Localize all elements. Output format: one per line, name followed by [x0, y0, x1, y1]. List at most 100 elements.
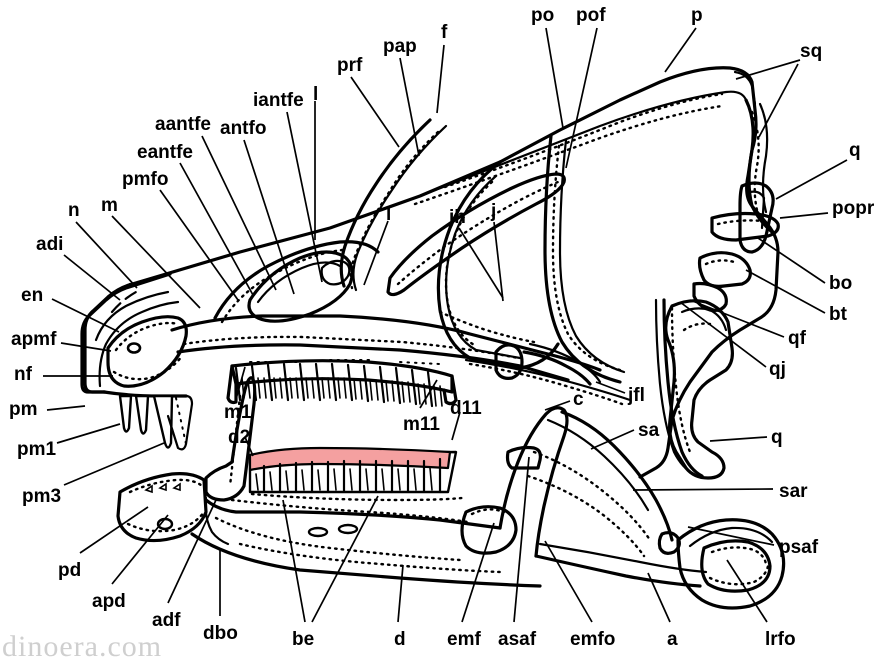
- label-asaf: asaf: [498, 629, 537, 650]
- leader-iantfe: [286, 111, 323, 283]
- label-m11: m11: [403, 414, 440, 435]
- label-adf: adf: [152, 610, 181, 631]
- premaxilla-group: [80, 272, 194, 451]
- label-l_top: l: [313, 84, 319, 105]
- cranium-group: [83, 66, 780, 480]
- leader-emf: [461, 522, 495, 623]
- leader-be2: [311, 495, 379, 623]
- label-n: n: [68, 200, 80, 221]
- label-pm3: pm3: [22, 486, 62, 507]
- leader-psaf: [687, 526, 775, 546]
- leader-bo: [757, 237, 826, 284]
- leader-pm3: [63, 442, 165, 486]
- label-popr: popr: [832, 198, 875, 219]
- label-pm1: pm1: [17, 439, 57, 460]
- label-c: c: [573, 389, 584, 410]
- label-pmfo: pmfo: [122, 169, 169, 190]
- label-l_mid: l: [386, 204, 392, 225]
- label-m: m: [101, 195, 118, 216]
- label-eantfe: eantfe: [137, 142, 193, 163]
- label-emfo: emfo: [570, 629, 616, 650]
- label-sq1: sq: [800, 41, 823, 62]
- label-p: p: [691, 5, 703, 26]
- leader-po: [545, 27, 564, 129]
- label-d11: d11: [450, 398, 482, 419]
- leader-q_ur: [775, 159, 848, 200]
- label-pd: pd: [58, 560, 82, 581]
- label-sa: sa: [638, 420, 660, 441]
- label-pap: pap: [383, 36, 417, 57]
- label-j: j: [491, 201, 497, 222]
- leader-sq1: [735, 59, 801, 80]
- maxillary-tooth-row: [226, 359, 458, 408]
- leader-qf: [689, 299, 785, 338]
- label-m1: m1: [224, 402, 252, 423]
- label-bo: bo: [829, 273, 853, 294]
- leader-f: [436, 44, 445, 114]
- label-qf: qf: [788, 328, 806, 349]
- leader-p: [664, 27, 697, 73]
- label-jh: jh: [449, 207, 466, 228]
- leader-sa: [590, 429, 635, 450]
- leader-q_low: [709, 436, 768, 442]
- label-dbo: dbo: [203, 623, 238, 644]
- leader-pm1: [56, 423, 121, 444]
- leader-pap: [399, 57, 420, 157]
- leader-apmf: [60, 342, 112, 352]
- leader-eantfe: [179, 162, 254, 296]
- label-aantfe: aantfe: [155, 114, 211, 135]
- leader-sq2: [758, 63, 799, 138]
- label-jfl: jfl: [628, 385, 645, 406]
- label-a: a: [667, 629, 678, 650]
- label-antfo: antfo: [220, 118, 267, 139]
- label-iantfe: iantfe: [253, 90, 304, 111]
- leader-m11: [419, 379, 438, 409]
- label-be1: be: [292, 629, 315, 650]
- leader-a: [647, 572, 671, 623]
- leader-sar: [632, 488, 774, 491]
- label-prf: prf: [337, 55, 363, 76]
- leader-qj: [679, 301, 767, 368]
- leader-en: [51, 298, 120, 333]
- label-en: en: [21, 285, 44, 306]
- label-adi: adi: [36, 234, 64, 255]
- leader-jh: [458, 227, 504, 299]
- label-apd: apd: [92, 591, 126, 612]
- mandible-group: [116, 376, 786, 610]
- leader-aantfe: [201, 135, 277, 291]
- leader-lines: [43, 27, 848, 623]
- label-nf: nf: [14, 364, 32, 385]
- leader-lrfo: [726, 559, 768, 623]
- label-emf: emf: [447, 629, 481, 650]
- leader-l_mid: [363, 220, 389, 286]
- label-q_low: q: [771, 427, 783, 448]
- leader-c: [544, 400, 571, 411]
- leader-pd: [79, 506, 149, 554]
- leader-asaf: [513, 456, 530, 623]
- label-q_ur: q: [849, 140, 861, 161]
- leader-adi: [63, 254, 121, 301]
- leader-pof: [565, 27, 598, 169]
- leader-bt: [745, 269, 826, 314]
- leader-emfo: [544, 540, 593, 623]
- leader-antfo: [243, 139, 295, 295]
- leader-d: [397, 564, 404, 623]
- leader-m1: [235, 366, 246, 400]
- label-pof: pof: [576, 5, 606, 26]
- watermark: dinoera.com: [2, 630, 163, 663]
- label-po: po: [531, 5, 555, 26]
- leader-jfl: [595, 381, 626, 394]
- leader-n: [75, 221, 138, 289]
- label-apmf: apmf: [11, 329, 57, 350]
- label-d: d: [394, 629, 406, 650]
- label-d2: d2: [228, 427, 251, 448]
- label-lrfo: lrfo: [765, 629, 796, 650]
- leader-pmfo: [159, 189, 239, 301]
- label-psaf: psaf: [779, 537, 819, 558]
- label-f: f: [441, 22, 448, 43]
- leader-prf: [350, 76, 400, 148]
- leader-d2: [244, 436, 254, 457]
- label-sar: sar: [779, 481, 808, 502]
